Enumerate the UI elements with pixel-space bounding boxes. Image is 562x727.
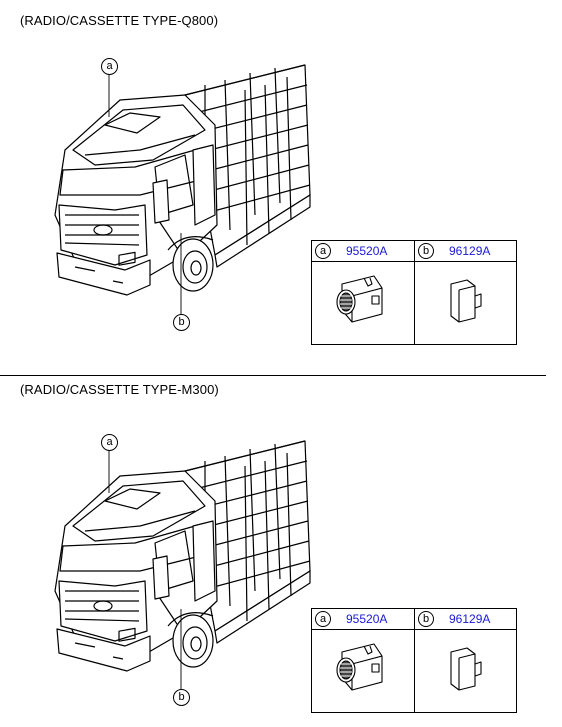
parts-table: a 95520A b 96129A bbox=[311, 608, 517, 713]
radio-unit-image bbox=[336, 275, 383, 323]
callout-a: a bbox=[101, 58, 118, 75]
speaker-unit-image bbox=[450, 279, 482, 323]
section-q800: (RADIO/CASSETTE TYPE-Q800) a b a 95520A … bbox=[20, 13, 517, 345]
part-cell-a: a 95520A bbox=[312, 241, 414, 344]
section-m300: (RADIO/CASSETTE TYPE-M300) a b a 95520A … bbox=[0, 376, 562, 727]
part-letter: a bbox=[315, 611, 331, 627]
callout-b: b bbox=[173, 314, 190, 331]
part-number: 96129A bbox=[449, 244, 491, 258]
callout-a: a bbox=[101, 434, 118, 451]
callout-b: b bbox=[173, 689, 190, 706]
part-header: a 95520A bbox=[312, 609, 414, 630]
part-cell-b: b 96129A bbox=[414, 241, 517, 344]
part-number: 96129A bbox=[449, 612, 491, 626]
section-divider bbox=[0, 375, 546, 376]
part-header: b 96129A bbox=[415, 241, 517, 262]
part-letter: b bbox=[418, 243, 434, 259]
section-title: (RADIO/CASSETTE TYPE-Q800) bbox=[20, 13, 219, 28]
parts-table: a 95520A b 96129A bbox=[311, 240, 517, 345]
truck-illustration bbox=[54, 440, 311, 689]
part-cell-a: a 95520A bbox=[312, 609, 414, 712]
speaker-unit-image bbox=[450, 647, 482, 691]
truck-illustration bbox=[54, 64, 311, 315]
part-header: a 95520A bbox=[312, 241, 414, 262]
part-letter: a bbox=[315, 243, 331, 259]
section-title: (RADIO/CASSETTE TYPE-M300) bbox=[20, 382, 219, 397]
part-number: 95520A bbox=[346, 612, 388, 626]
part-cell-b: b 96129A bbox=[414, 609, 517, 712]
radio-unit-image bbox=[336, 643, 383, 691]
part-number: 95520A bbox=[346, 244, 388, 258]
part-letter: b bbox=[418, 611, 434, 627]
part-header: b 96129A bbox=[415, 609, 517, 630]
